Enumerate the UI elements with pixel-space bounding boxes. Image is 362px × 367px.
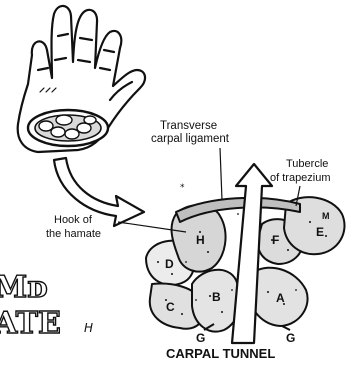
bone-letter-G-right: G: [286, 331, 295, 345]
bone-letter-C: C: [166, 300, 175, 314]
label-carpal-tunnel: CARPAL TUNNEL: [166, 346, 275, 361]
bone-letter-F: F: [272, 233, 279, 247]
hand-drawing: [18, 6, 145, 152]
label-transverse-line1: Transverse: [160, 120, 217, 132]
bone-letter-M: M: [322, 211, 330, 221]
edge-text-lower-suffix: H: [84, 321, 93, 335]
label-tubercle-line2: of trapezium: [270, 172, 331, 184]
bone-letter-E: E: [316, 225, 324, 239]
label-hook-line2: the hamate: [46, 228, 101, 240]
edge-text-lower: ATE: [0, 306, 61, 341]
cropped-edge-lettering: Mᴅ ATE H: [0, 270, 93, 341]
edge-text-upper: Mᴅ: [0, 270, 47, 305]
bone-letter-G-left: G: [196, 331, 205, 345]
asterisk-mark: *: [180, 183, 185, 193]
bone-letter-D: D: [165, 257, 174, 271]
label-tubercle-line1: Tubercle: [286, 158, 328, 170]
bone-letter-B: B: [212, 290, 221, 304]
bone-letter-A: A: [276, 291, 285, 305]
bone-letter-H: H: [196, 233, 205, 247]
label-transverse-line2: carpal ligament: [151, 133, 230, 145]
label-hook-line1: Hook of: [54, 214, 93, 226]
